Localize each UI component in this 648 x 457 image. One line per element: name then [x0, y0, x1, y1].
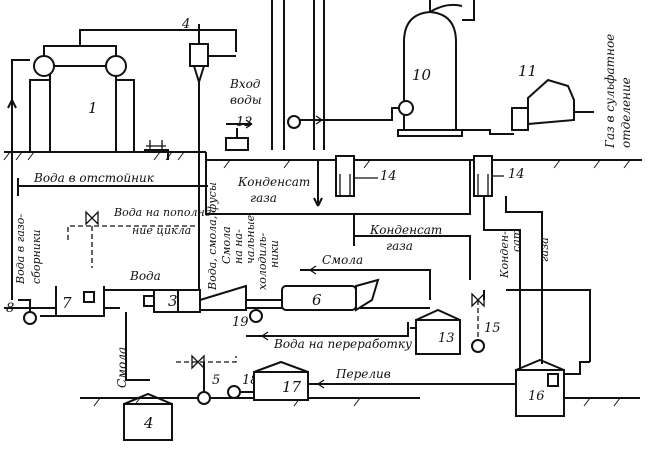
label-5: 5: [212, 373, 220, 388]
label-gas-condensate-3c: газа: [538, 237, 551, 262]
label-3: 3: [168, 292, 178, 310]
label-water-to-settler: Вода в отстойник: [33, 171, 155, 185]
label-water-to-processing: Вода на переработку: [273, 337, 412, 351]
label-12: 12: [236, 115, 253, 130]
equipment-1-gas-collector: 1: [29, 29, 237, 153]
primary-cooler-stacks: [271, 0, 325, 150]
label-tar-right: Смола: [322, 253, 363, 267]
label-water-inlet-1: Вход: [229, 77, 261, 91]
label-4-top: 4: [181, 17, 190, 32]
label-water-inlet-2: воды: [230, 93, 262, 107]
equipment-10-column: 10: [397, 0, 475, 137]
equipment-14-seals: 14 14: [335, 155, 525, 197]
label-6: 6: [312, 291, 322, 309]
label-7: 7: [62, 294, 72, 312]
label-water-tar-fusses: Вода, смола, фусы: [206, 182, 219, 291]
label-4-bottom: 4: [143, 414, 154, 432]
equipment-19-decanter: 19: [199, 284, 282, 330]
equipment-8-pump: 8: [6, 299, 37, 325]
water-line: Вода: [104, 269, 161, 291]
condensate-lines: Конденсат газа Конден- сат газа: [353, 196, 551, 370]
label-tar-left: Смола: [115, 347, 129, 388]
label-water-to-gas-collectors-1: Вода в газо-: [14, 214, 27, 285]
label-gas-condensate-3b: сат: [510, 229, 523, 252]
label-tar-initial-4: холодиль-: [256, 232, 269, 290]
label-gas-condensate-1b: газа: [250, 191, 277, 205]
equipment-12-pump: Вход воды 12: [225, 77, 262, 151]
ground-lines: [3, 151, 642, 407]
tar-line-left: Смола: [115, 312, 150, 388]
label-overflow: Перелив: [335, 367, 391, 381]
label-water-cycle-2: ние цикла: [132, 224, 191, 237]
label-8: 8: [6, 301, 14, 316]
water-cycle-line: Вода на пополне- ние цикла: [67, 206, 215, 268]
label-gas-to-sulfate-1: Газ в сульфатное: [603, 34, 617, 149]
label-tar-initial-5: ники: [268, 240, 281, 268]
tar-line-right: Смола: [300, 253, 431, 300]
label-gas-to-sulfate-2: отделение: [619, 77, 633, 148]
label-17: 17: [282, 378, 302, 396]
overflow-line: Перелив: [308, 367, 516, 389]
label-gas-condensate-2a: Конденсат: [369, 223, 442, 237]
label-15: 15: [484, 321, 501, 336]
label-gas-condensate-3a: Конден-: [498, 231, 511, 279]
label-water-cycle-1: Вода на пополне-: [113, 206, 215, 219]
equipment-3-settler: 3: [143, 289, 201, 313]
label-tar-initial-2: на на-: [232, 229, 245, 264]
equipment-15-pump: 15: [471, 290, 501, 353]
label-16: 16: [528, 389, 545, 404]
label-gas-condensate-1a: Конденсат: [237, 175, 310, 189]
seal-pot: [144, 140, 169, 160]
label-1: 1: [88, 99, 98, 117]
equipment-13-tank: 13: [410, 308, 461, 355]
label-10: 10: [412, 66, 432, 84]
label-water-to-gas-collectors-2: сборники: [30, 229, 43, 284]
label-tar-initial-3: чальные: [244, 214, 257, 264]
label-tar-initial-1: Смола: [220, 226, 233, 264]
label-11: 11: [518, 62, 537, 80]
gas-line-to-column: [287, 100, 514, 135]
label-14-b: 14: [508, 167, 525, 182]
water-to-processing-line: Вода на переработку: [176, 322, 412, 370]
label-19: 19: [232, 315, 249, 330]
label-water: Вода: [129, 269, 161, 283]
label-gas-condensate-2b: газа: [386, 239, 413, 253]
equipment-17-tank: 17: [253, 360, 309, 401]
label-14-a: 14: [380, 169, 397, 184]
equipment-4-top-separator: 4: [181, 17, 236, 300]
equipment-5-pump: 5: [172, 362, 220, 405]
equipment-11-exhauster: 11: [511, 62, 594, 131]
equipment-4-bottom-tank: 4: [123, 392, 173, 441]
right-return-line: [506, 289, 591, 362]
condensate-trench: Конденсат газа: [205, 160, 471, 215]
label-13: 13: [438, 331, 455, 346]
left-piping: [7, 59, 208, 300]
equipment-7-tank: 7: [40, 286, 105, 317]
equipment-6-tar-tank: 6: [281, 278, 380, 312]
equipment-16-tank: 16: [515, 358, 590, 417]
